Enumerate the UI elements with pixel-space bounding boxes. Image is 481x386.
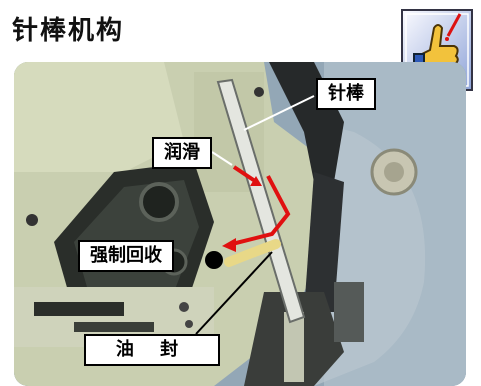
- lubrication-label: 润滑: [152, 137, 212, 169]
- machine-photo: [14, 62, 466, 386]
- needle-bar-label: 针棒: [316, 78, 376, 110]
- forced-return-label: 强制回收: [78, 240, 174, 272]
- oil-seal-label: 油 封: [84, 334, 220, 366]
- page-title: 针棒机构: [12, 16, 125, 46]
